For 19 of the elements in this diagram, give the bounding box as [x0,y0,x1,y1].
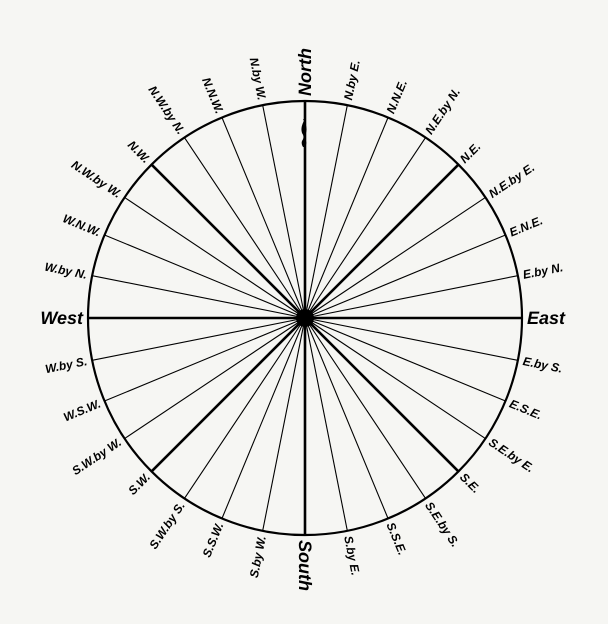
compass-point-label: W.by S. [44,355,88,376]
compass-point-label: N.N.E. [384,78,410,116]
compass-point-label: E.N.E. [508,214,544,239]
compass-point-label: North [296,48,314,96]
compass-point-label: East [527,309,566,327]
compass-point-label: N.E. [458,140,483,166]
compass-point-label: W.by N. [44,260,88,281]
compass-point-label: S.E. [458,470,482,496]
compass-point-label: S.S.W. [200,520,226,560]
compass-point-label: S.S.E. [384,520,409,557]
compass-point-label: N.by E. [342,59,362,102]
compass-point-label: S.by W. [248,534,268,579]
compass-point-label: E.S.E. [508,397,544,422]
compass-point-label: E.by N. [522,260,564,281]
compass-point-label: South [296,540,314,591]
compass-point-label: E.by S. [522,355,564,375]
compass-point-label: S.by E. [342,534,362,576]
compass-point-label: N.by W. [247,56,268,102]
compass-point-label: West [40,309,83,327]
